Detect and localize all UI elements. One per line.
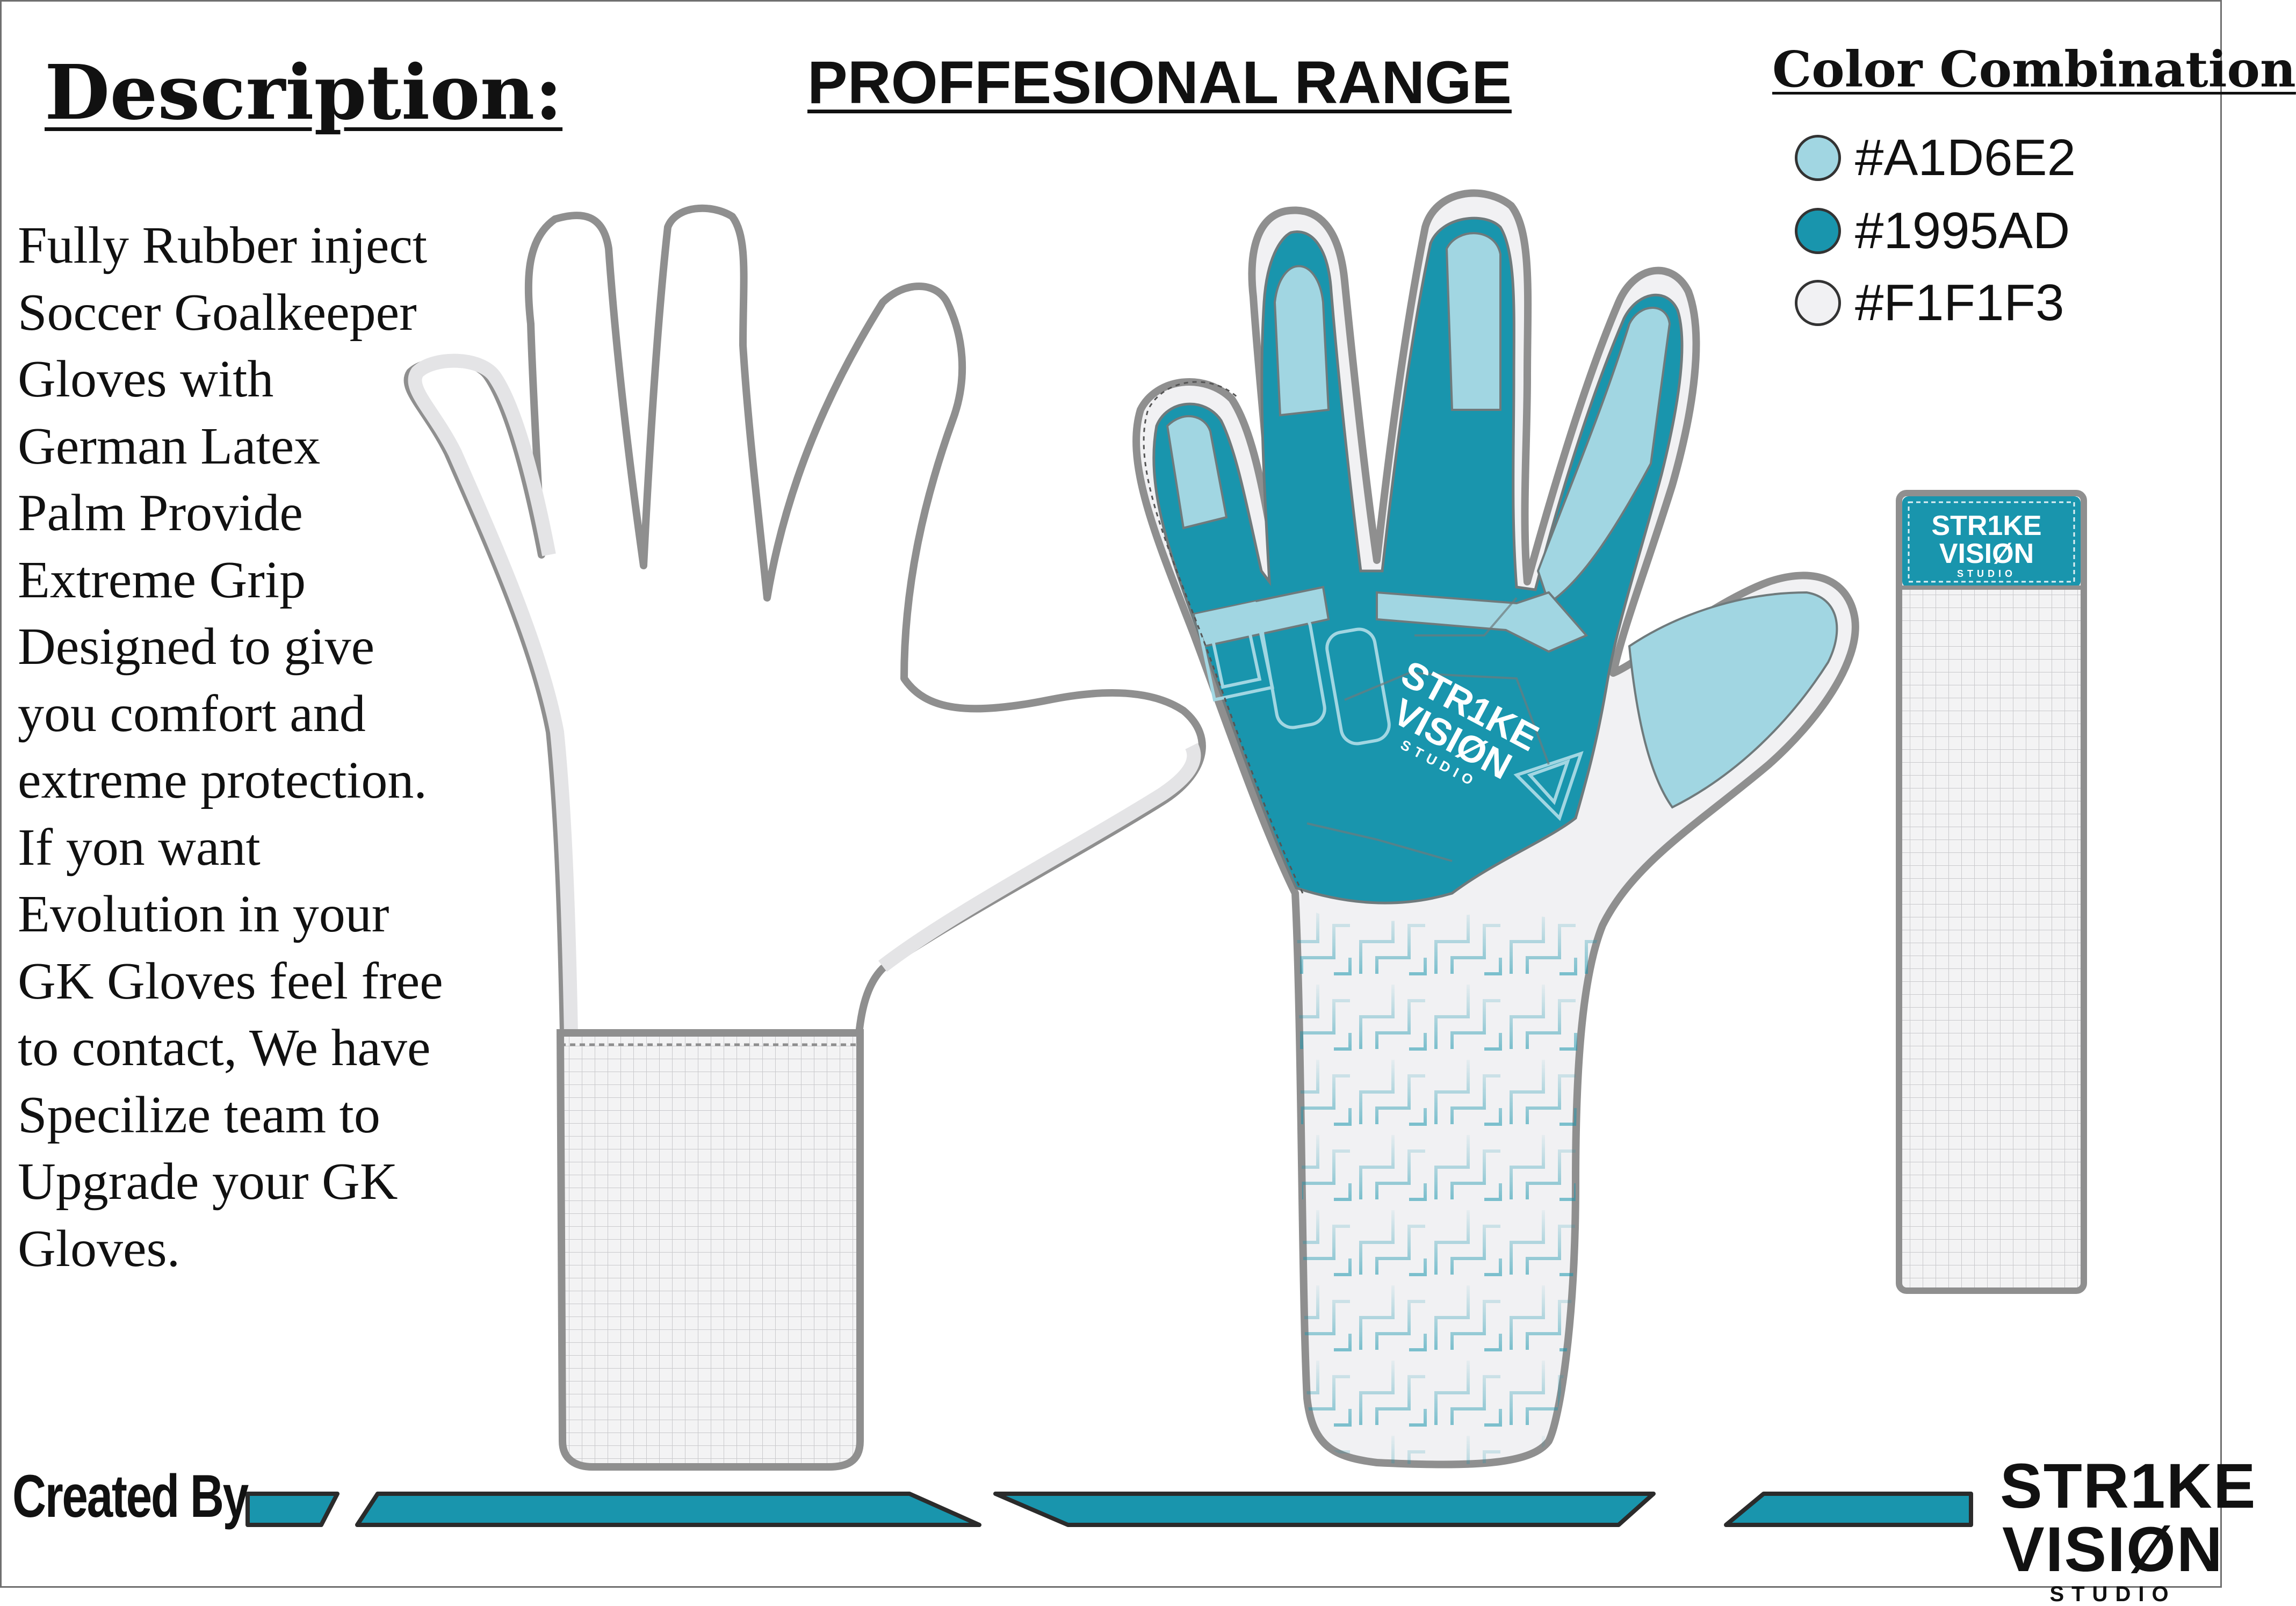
brand-logo-line: STUDIO bbox=[2049, 1582, 2176, 1606]
description-line: Specilize team to bbox=[18, 1086, 380, 1144]
created-by-label: Created By bbox=[12, 1463, 249, 1530]
description-line: you comfort and bbox=[18, 684, 366, 743]
description-line: If yon want bbox=[18, 818, 261, 877]
brand-logo-line: VISIØN bbox=[1939, 538, 2034, 569]
description-line: GK Gloves feel free bbox=[18, 952, 443, 1010]
color-swatch-row: #1995AD bbox=[1795, 201, 2070, 261]
description-body: Fully Rubber inject Soccer Goalkeeper Gl… bbox=[18, 212, 512, 1282]
glove-strap bbox=[1896, 490, 2087, 1294]
description-line: Palm Provide bbox=[18, 484, 303, 542]
glove-back-outline bbox=[403, 204, 1206, 1471]
description-line: extreme protection. bbox=[18, 751, 427, 809]
description-line: Upgrade your GK bbox=[18, 1153, 398, 1211]
color-swatch-row: #F1F1F3 bbox=[1795, 273, 2064, 332]
description-line: Soccer Goalkeeper bbox=[18, 283, 417, 342]
brand-logo-line: STR1KE bbox=[1931, 510, 2042, 541]
footer-stripes bbox=[246, 1492, 1973, 1527]
color-swatch-row: #A1D6E2 bbox=[1795, 128, 2076, 187]
description-line: Extreme Grip bbox=[18, 551, 306, 609]
color-swatch bbox=[1795, 280, 1841, 326]
glove-palm-design bbox=[1132, 189, 1859, 1468]
description-line: Fully Rubber inject bbox=[18, 216, 428, 274]
glove-artwork bbox=[246, 189, 2087, 1527]
description-line: German Latex bbox=[18, 417, 321, 475]
description-line: Gloves with bbox=[18, 350, 274, 408]
color-swatch bbox=[1795, 135, 1841, 181]
brand-logo-line: STUDIO bbox=[1956, 568, 2016, 579]
description-line: Designed to give bbox=[18, 618, 375, 676]
description-heading: Description: bbox=[45, 49, 563, 137]
color-swatch bbox=[1795, 208, 1841, 254]
brand-logo-footer: STR1KE VISIØN STUDIO bbox=[2000, 1451, 2257, 1606]
description-line: to contact, We have bbox=[18, 1019, 431, 1077]
footer-stripe bbox=[355, 1492, 981, 1527]
color-combination-title: Color Combination bbox=[1772, 40, 2296, 98]
footer-stripe bbox=[1724, 1492, 1973, 1527]
footer-stripe bbox=[993, 1492, 1656, 1527]
brand-logo-line: STR1KE bbox=[2000, 1451, 2257, 1522]
color-swatch-label: #A1D6E2 bbox=[1855, 129, 2076, 186]
range-title: PROFFESIONAL RANGE bbox=[807, 49, 1512, 116]
color-swatch-label: #F1F1F3 bbox=[1855, 274, 2064, 331]
description-line: Evolution in your bbox=[18, 885, 389, 943]
brand-logo-line: VISIØN bbox=[2002, 1514, 2223, 1585]
footer-stripe bbox=[246, 1492, 340, 1527]
description-line: Gloves. bbox=[18, 1219, 180, 1278]
brand-logo-strap: STR1KE VISIØN STUDIO bbox=[1919, 512, 2054, 578]
color-swatch-label: #1995AD bbox=[1855, 202, 2070, 259]
